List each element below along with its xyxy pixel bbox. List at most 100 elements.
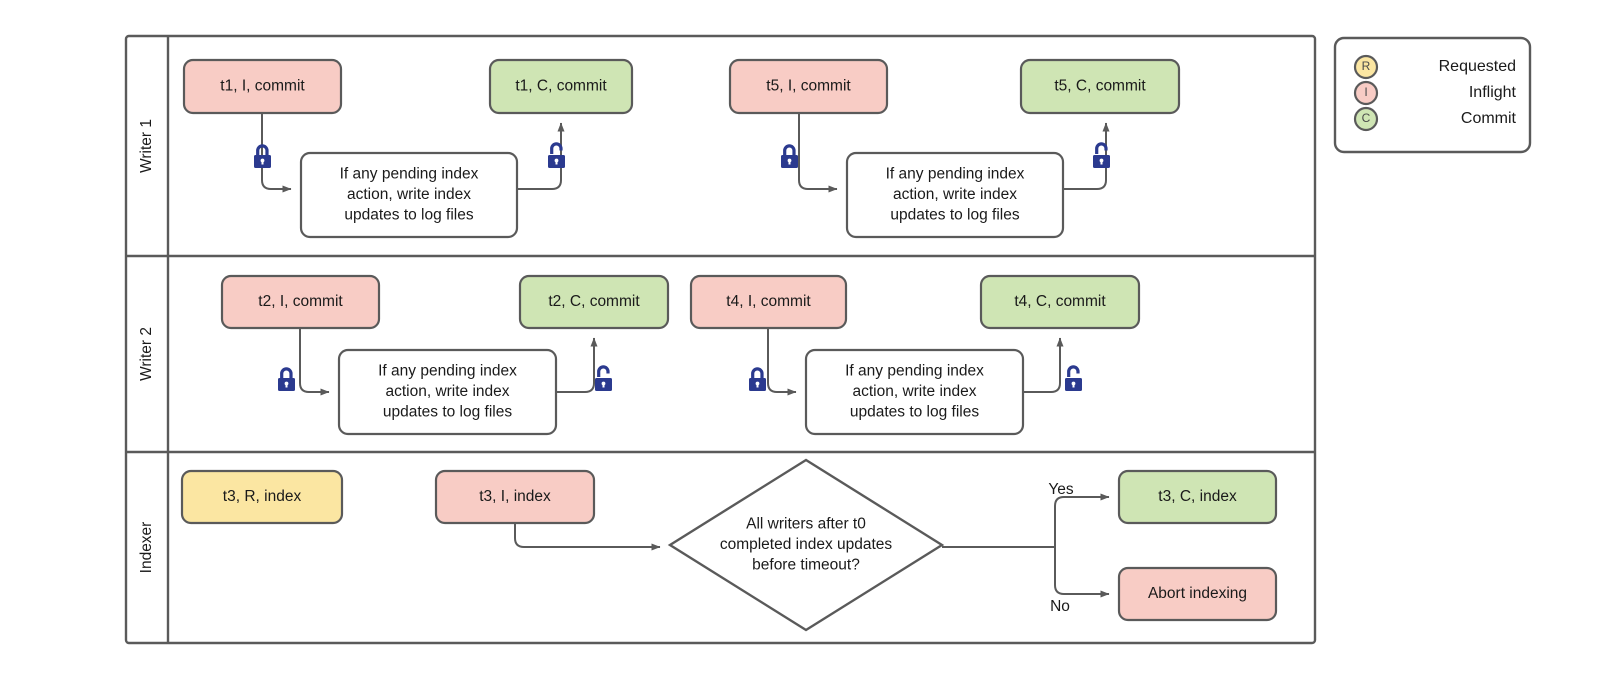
edge-branch-yes (1054, 493, 1110, 547)
decision-shape (667, 458, 945, 632)
node-label-t2-commit-commit: t2, C, commit (548, 293, 640, 310)
node-label-t5-commit-commit: t5, C, commit (1054, 78, 1146, 95)
lock-shackle-open (597, 365, 610, 377)
node-t3-inflight-index[interactable]: t3, I, index (434, 469, 596, 525)
node-t2-inflight-commit[interactable]: t2, I, commit (220, 274, 381, 330)
lane-label-writer-1: Writer 1 (138, 119, 155, 173)
node-shape-t4-inflight-commit (689, 274, 848, 330)
edge-t4-inflight-to-process (767, 328, 797, 396)
node-shape-t2-inflight-commit (220, 274, 381, 330)
legend-badge-letter-inflight: I (1364, 85, 1367, 99)
node-shape-writer2-index-write-1 (337, 348, 558, 436)
edge-t5-inflight-to-process (798, 113, 838, 193)
unlock-icon-release-w2-1 (595, 365, 612, 391)
node-shape-writer1-index-write-2 (845, 151, 1065, 239)
lock-icon-acquire-w1-2 (781, 144, 798, 168)
lock-shackle-closed (751, 367, 764, 378)
node-shape-t5-commit-commit (1019, 58, 1181, 115)
node-shape-t1-commit-commit (488, 58, 634, 115)
lock-shackle-closed (280, 367, 293, 378)
edge-t1-inflight-to-process (261, 113, 292, 193)
node-shape-writer2-index-write-2 (804, 348, 1025, 436)
legend-badge-letter-commit: C (1362, 111, 1371, 125)
legend-badge-inflight (1353, 80, 1379, 106)
lock-shackle-open (1095, 142, 1108, 154)
node-label-abort-indexing: Abort indexing (1148, 585, 1247, 602)
node-label-t3-commit-index: t3, C, index (1158, 488, 1237, 505)
edge-process-to-t4-commit (1023, 337, 1064, 393)
node-t1-commit-commit[interactable]: t1, C, commit (488, 58, 634, 115)
lock-keyhole-stem (1100, 160, 1103, 165)
edge-process-to-t1-commit (517, 122, 565, 190)
lock-keyhole-stem (555, 160, 558, 165)
node-t3-commit-index[interactable]: t3, C, index (1117, 469, 1278, 525)
lock-icon-acquire-w2-2 (749, 367, 766, 391)
lock-shackle-open (550, 142, 563, 154)
node-shape-t4-commit-commit (979, 274, 1141, 330)
node-t5-inflight-commit[interactable]: t5, I, commit (728, 58, 889, 115)
lock-keyhole-stem (788, 160, 791, 165)
node-t5-commit-commit[interactable]: t5, C, commit (1019, 58, 1181, 115)
node-label-t1-inflight-commit: t1, I, commit (220, 78, 305, 95)
lock-keyhole-stem (756, 383, 759, 388)
legend-badge-commit (1353, 106, 1379, 132)
lock-keyhole-stem (261, 160, 264, 165)
node-abort-indexing[interactable]: Abort indexing (1117, 566, 1278, 622)
node-label-t5-inflight-commit: t5, I, commit (766, 78, 851, 95)
lanes-layer: Writer 1 Writer 2 Indexer (124, 34, 1317, 645)
lane-label-writer-2: Writer 2 (138, 327, 155, 381)
node-label-t4-commit-commit: t4, C, commit (1014, 293, 1106, 310)
lock-icon-acquire-w2-1 (278, 367, 295, 391)
node-t4-inflight-commit[interactable]: t4, I, commit (689, 274, 848, 330)
edge-t3-inflight-to-decision (514, 523, 661, 551)
lock-keyhole-stem (1072, 383, 1075, 388)
unlock-icon-release-w2-2 (1065, 365, 1082, 391)
legend-badge-letter-requested: R (1362, 59, 1371, 73)
node-shape-t3-requested-index (180, 469, 344, 525)
unlock-icon-release-w1-2 (1093, 142, 1110, 168)
branch-label-no: No (1050, 598, 1070, 615)
node-t4-commit-commit[interactable]: t4, C, commit (979, 274, 1141, 330)
node-shape-t3-commit-index (1117, 469, 1278, 525)
lock-keyhole-stem (602, 383, 605, 388)
node-label-t3-requested-index: t3, R, index (223, 488, 302, 505)
node-shape-t3-inflight-index (434, 469, 596, 525)
legend-frame (1333, 36, 1532, 154)
node-shape-t1-inflight-commit (182, 58, 343, 115)
legend-label-inflight: Inflight (1469, 84, 1517, 101)
edge-branch-no (1054, 547, 1110, 598)
node-t1-inflight-commit[interactable]: t1, I, commit (182, 58, 343, 115)
node-label-t4-inflight-commit: t4, I, commit (726, 293, 811, 310)
edge-process-to-t5-commit (1063, 122, 1110, 190)
lock-shackle-closed (783, 144, 796, 155)
node-shape-abort-indexing (1117, 566, 1278, 622)
node-t2-commit-commit[interactable]: t2, C, commit (518, 274, 670, 330)
legend-label-requested: Requested (1439, 58, 1516, 75)
locks-layer (254, 142, 1110, 391)
node-label-t1-commit-commit: t1, C, commit (515, 78, 607, 95)
lock-shackle-open (1067, 365, 1080, 377)
legend-badge-requested (1353, 54, 1379, 80)
node-shape-writer1-index-write-1 (299, 151, 519, 239)
lock-shackle-closed (256, 144, 269, 155)
node-shape-t2-commit-commit (518, 274, 670, 330)
node-t3-requested-index[interactable]: t3, R, index (180, 469, 344, 525)
lock-icon-acquire-w1-1 (254, 144, 271, 168)
lane-label-indexer: Indexer (138, 522, 155, 574)
lock-keyhole-stem (285, 383, 288, 388)
edge-process-to-t2-commit (556, 337, 598, 393)
node-label-t3-inflight-index: t3, I, index (479, 488, 551, 505)
edge-t2-inflight-to-process (299, 328, 330, 396)
